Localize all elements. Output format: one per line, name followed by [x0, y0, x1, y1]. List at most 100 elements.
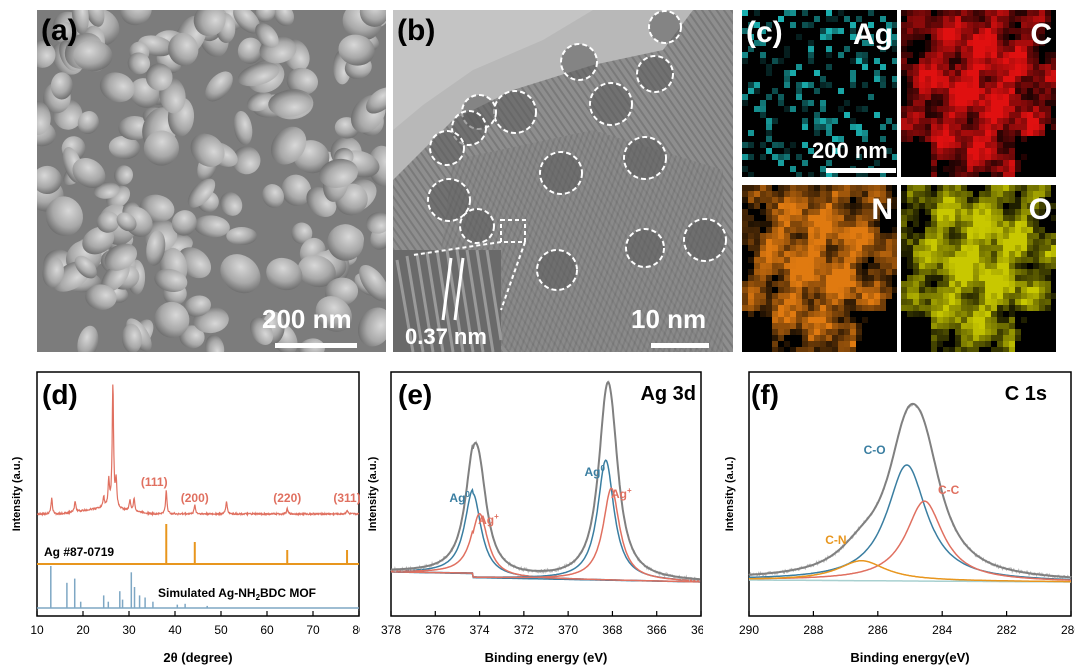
eds-pixel	[991, 52, 997, 58]
eds-pixel	[973, 172, 979, 177]
eds-pixel	[949, 239, 955, 245]
eds-pixel	[850, 185, 856, 191]
eds-pixel	[955, 46, 961, 52]
eds-pixel	[961, 209, 967, 215]
eds-pixel	[901, 293, 907, 299]
eds-pixel	[1027, 130, 1033, 136]
eds-pixel	[1021, 299, 1027, 305]
eds-pixel	[850, 275, 856, 281]
eds-pixel	[979, 317, 985, 323]
eds-pixel	[943, 245, 949, 251]
eds-pixel	[913, 257, 919, 263]
eds-pixel	[985, 221, 991, 227]
eds-pixel	[1021, 233, 1027, 239]
eds-pixel	[826, 124, 832, 130]
eds-pixel	[967, 28, 973, 34]
eds-pixel	[772, 305, 778, 311]
eds-pixel	[973, 305, 979, 311]
eds-pixel	[766, 64, 772, 70]
xrd-y-axis-label: Intensity (a.u.)	[11, 456, 23, 531]
eds-pixel	[907, 209, 913, 215]
eds-pixel	[1027, 197, 1033, 203]
eds-pixel	[1003, 124, 1009, 130]
eds-pixel	[766, 197, 772, 203]
eds-pixel	[943, 82, 949, 88]
eds-pixel	[820, 172, 826, 177]
eds-pixel	[967, 40, 973, 46]
eds-pixel	[1003, 118, 1009, 124]
eds-pixel	[967, 239, 973, 245]
eds-pixel	[985, 70, 991, 76]
eds-pixel	[886, 191, 892, 197]
eds-pixel	[991, 245, 997, 251]
eds-pixel	[868, 215, 874, 221]
eds-pixel	[961, 100, 967, 106]
eds-pixel	[961, 257, 967, 263]
eds-pixel	[985, 209, 991, 215]
eds-pixel	[955, 118, 961, 124]
eds-pixel	[748, 82, 754, 88]
eds-pixel	[985, 269, 991, 275]
eds-pixel	[874, 239, 880, 245]
scale-text-b: 10 nm	[631, 304, 707, 334]
eds-pixel	[973, 52, 979, 58]
eds-pixel	[754, 275, 760, 281]
eds-pixel	[1003, 275, 1009, 281]
eds-pixel	[856, 227, 862, 233]
eds-pixel	[949, 293, 955, 299]
eds-pixel	[955, 94, 961, 100]
eds-pixel	[979, 305, 985, 311]
sem-image-panel: (a) 200 nm	[37, 10, 386, 352]
sem-particle	[99, 72, 135, 103]
eds-pixel	[850, 251, 856, 257]
eds-pixel	[826, 185, 832, 191]
eds-pixel	[802, 251, 808, 257]
eds-pixel	[901, 130, 907, 136]
eds-pixel	[748, 203, 754, 209]
eds-pixel	[949, 263, 955, 269]
eds-pixel	[937, 52, 943, 58]
eds-pixel	[886, 251, 892, 257]
eds-pixel	[1015, 58, 1021, 64]
eds-pixel	[820, 100, 826, 106]
xrd-peak-label: (111)	[141, 475, 168, 489]
eds-pixel	[820, 118, 826, 124]
eds-pixel	[1021, 10, 1027, 16]
eds-pixel	[772, 281, 778, 287]
eds-pixel	[901, 227, 907, 233]
eds-pixel	[778, 142, 784, 148]
eds-pixel	[1021, 106, 1027, 112]
eds-pixel	[919, 233, 925, 239]
eds-pixel	[955, 269, 961, 275]
tem-image-panel: (b) 0.37 nm 10 nm	[393, 10, 733, 352]
eds-pixel	[979, 311, 985, 317]
eds-pixel	[973, 329, 979, 335]
eds-pixel	[925, 70, 931, 76]
eds-pixel	[784, 154, 790, 160]
eds-pixel	[778, 269, 784, 275]
scale-text-a: 200 nm	[262, 304, 352, 334]
eds-pixel	[862, 227, 868, 233]
eds-pixel	[760, 287, 766, 293]
eds-pixel	[820, 233, 826, 239]
eds-pixel	[1021, 209, 1027, 215]
nanoparticle	[430, 131, 464, 165]
eds-pixel	[949, 233, 955, 239]
eds-pixel	[844, 305, 850, 311]
eds-pixel	[742, 100, 748, 106]
sem-particle	[187, 178, 216, 208]
eds-pixel	[1039, 40, 1045, 46]
nanoparticle	[537, 250, 577, 290]
eds-pixel	[907, 251, 913, 257]
eds-pixel	[766, 22, 772, 28]
eds-pixel	[862, 299, 868, 305]
eds-pixel	[961, 10, 967, 16]
eds-pixel	[880, 172, 886, 177]
eds-pixel	[991, 215, 997, 221]
eds-pixel	[838, 299, 844, 305]
eds-pixel	[1027, 203, 1033, 209]
eds-pixel	[1033, 239, 1039, 245]
eds-pixel	[874, 233, 880, 239]
eds-pixel	[991, 28, 997, 34]
eds-pixel	[961, 305, 967, 311]
